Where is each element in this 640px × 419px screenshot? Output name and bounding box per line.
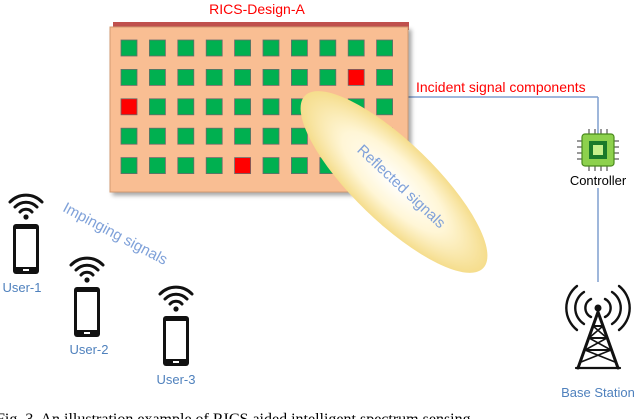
surface-element xyxy=(205,127,223,145)
surface-element xyxy=(177,98,195,116)
surface-element xyxy=(262,98,280,116)
surface-element xyxy=(120,39,138,57)
user-label: User-3 xyxy=(156,372,195,387)
surface-element-active xyxy=(347,69,365,86)
surface-element xyxy=(376,39,394,57)
user-3 xyxy=(158,285,194,366)
surface-element xyxy=(290,69,308,86)
surface-element xyxy=(290,157,308,175)
surface-element xyxy=(177,39,195,57)
chip-icon xyxy=(577,129,619,171)
surface-element xyxy=(148,39,166,57)
surface-element xyxy=(347,39,365,57)
surface-element xyxy=(205,69,223,86)
surface-element xyxy=(262,157,280,175)
surface-top-bar xyxy=(113,22,409,30)
surface-element xyxy=(177,157,195,175)
surface-element xyxy=(234,69,252,86)
surface-element xyxy=(262,127,280,145)
surface-element xyxy=(177,127,195,145)
wires xyxy=(408,96,599,282)
surface-title: RICS-Design-A xyxy=(209,1,305,17)
surface-element xyxy=(290,39,308,57)
user-1 xyxy=(8,193,44,274)
surface-element xyxy=(205,157,223,175)
surface-element xyxy=(120,157,138,175)
surface-element xyxy=(148,157,166,175)
user-2 xyxy=(69,256,105,337)
surface-element xyxy=(376,69,394,86)
surface-element xyxy=(234,98,252,116)
surface-element xyxy=(262,69,280,86)
surface-element xyxy=(319,69,337,86)
impinging-label: Impinging signals xyxy=(60,199,170,268)
surface-element xyxy=(205,98,223,116)
surface-element xyxy=(234,127,252,145)
smartphone-wifi-icon xyxy=(158,285,194,366)
surface-element xyxy=(177,69,195,86)
smartphone-wifi-icon xyxy=(69,256,105,337)
user-label: User-1 xyxy=(2,280,41,295)
reflected-beam xyxy=(300,91,488,273)
base-station-label: Base Station xyxy=(561,385,635,400)
controller-label: Controller xyxy=(570,173,627,188)
surface-element xyxy=(120,69,138,86)
surface-element xyxy=(148,69,166,86)
surface-element xyxy=(148,98,166,116)
surface-element xyxy=(290,127,308,145)
surface-element xyxy=(148,127,166,145)
surface-element-active xyxy=(120,98,138,116)
surface-element xyxy=(205,39,223,57)
surface-element xyxy=(234,39,252,57)
surface-element xyxy=(262,39,280,57)
figure-caption: Fig. 3. An illustration example of RICS … xyxy=(0,411,471,419)
incident-label: Incident signal components xyxy=(416,79,586,95)
surface-element xyxy=(120,127,138,145)
antenna-tower-icon xyxy=(565,284,631,370)
surface-element xyxy=(319,39,337,57)
smartphone-wifi-icon xyxy=(8,193,44,274)
user-label: User-2 xyxy=(69,342,108,357)
surface-element xyxy=(376,98,394,116)
surface-element-active xyxy=(234,157,252,175)
